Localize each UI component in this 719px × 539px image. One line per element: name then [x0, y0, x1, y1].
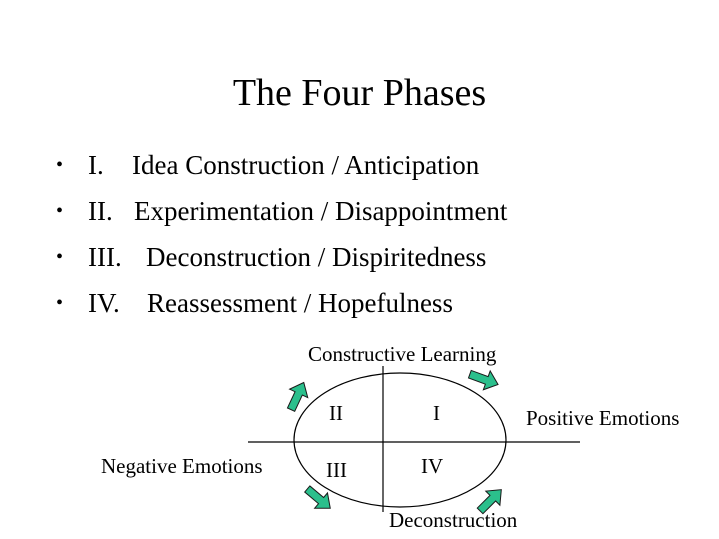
phase-text: Experimentation / Disappointment — [134, 196, 508, 226]
deconstruction-label: Deconstruction — [389, 508, 518, 532]
phase-text: Reassessment / Hopefulness — [147, 288, 453, 318]
arrow-top-left-icon — [286, 381, 309, 413]
bullet-dot-icon: • — [56, 246, 64, 268]
constructive-learning-label: Constructive Learning — [308, 342, 497, 366]
quadrant-ii-label: II — [329, 401, 343, 425]
cycle-graphic — [248, 366, 580, 515]
phase-item-2: • II. Experimentation / Disappointment — [56, 192, 507, 238]
arrow-bottom-right-icon — [476, 489, 502, 515]
phase-numeral: III. — [88, 242, 122, 272]
quadrant-i-label: I — [433, 401, 440, 425]
phase-item-4: • IV. Reassessment / Hopefulness — [56, 284, 507, 330]
slide-title: The Four Phases — [232, 72, 487, 114]
phase-cycle-diagram: Constructive Learning Positive Emotions … — [0, 330, 719, 539]
cycle-ellipse — [293, 372, 507, 508]
phase-numeral: I. — [88, 150, 104, 180]
phase-numeral: IV. — [88, 288, 120, 318]
phase-numeral: II. — [88, 196, 113, 226]
phase-text: Idea Construction / Anticipation — [132, 150, 480, 180]
arrow-bottom-left-icon — [303, 485, 331, 509]
bullet-dot-icon: • — [56, 292, 64, 314]
arrow-top-icon — [467, 369, 499, 391]
bullet-dot-icon: • — [56, 154, 64, 176]
phase-text: Deconstruction / Dispiritedness — [146, 242, 487, 272]
phase-list: • I. Idea Construction / Anticipation • II.… — [56, 146, 507, 330]
quadrant-iv-label: IV — [421, 454, 444, 478]
phase-item-1: • I. Idea Construction / Anticipation — [56, 146, 507, 192]
phase-item-3: • III. Deconstruction / Dispiritedness — [56, 238, 507, 284]
quadrant-iii-label: III — [326, 458, 347, 482]
positive-emotions-label: Positive Emotions — [526, 406, 680, 430]
negative-emotions-label: Negative Emotions — [101, 454, 263, 478]
bullet-dot-icon: • — [56, 200, 64, 222]
